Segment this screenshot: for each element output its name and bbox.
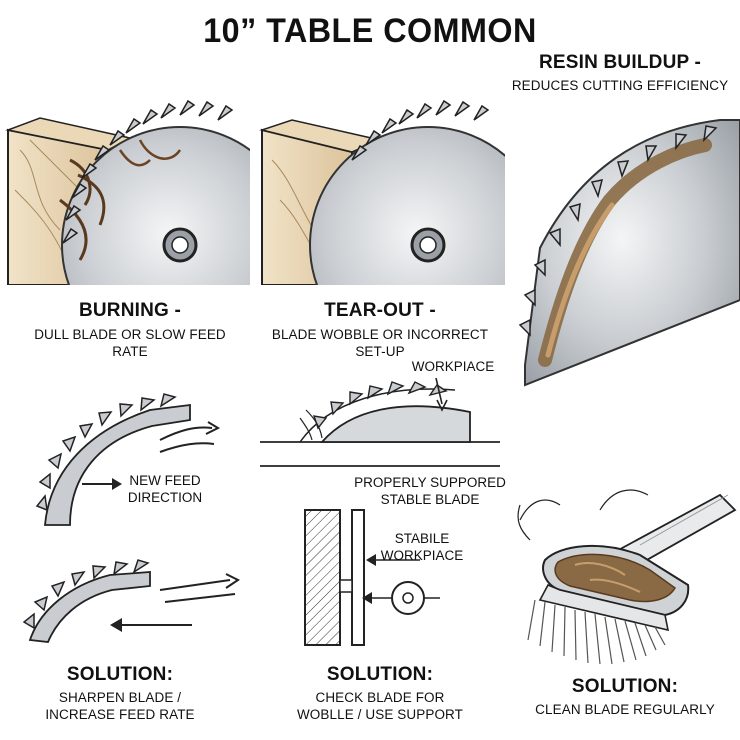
supported-label-line1: PROPERLY SUPPORED (354, 475, 506, 490)
burning-illustration (5, 117, 250, 285)
workpiace-label: WORKPIACE (411, 359, 495, 374)
supported-label-line2: STABLE BLADE (380, 492, 480, 507)
solution-resin: SOLUTION: CLEAN BLADE REGULARLY (520, 676, 730, 718)
solution-burning: SOLUTION: SHARPEN BLADE / INCREASE FEED … (20, 664, 220, 723)
burning-heading: BURNING - (78, 300, 182, 321)
supported-blade-diagram (260, 377, 500, 467)
solution-burning-line2: INCREASE FEED RATE (45, 707, 195, 722)
resin-teeth (518, 125, 718, 337)
solution-tearout-heading: SOLUTION: (326, 664, 434, 685)
solution-tearout-line2: WOBLLE / USE SUPPORT (296, 707, 464, 722)
solution-burning-line1: SHARPEN BLADE / (58, 690, 182, 705)
resin-heading: RESIN BUILDUP - (538, 52, 702, 73)
tearout-caption: BLADE WOBBLE OR INCORRECT SET-UP (271, 327, 489, 359)
solution-resin-heading: SOLUTION: (571, 676, 679, 697)
stabile-label-line1: STABILE (394, 531, 450, 546)
page-title: 10” TABLE COMMON (203, 12, 537, 50)
burning-caption: DULL BLADE OR SLOW FEED RATE (34, 327, 226, 359)
solution-tearout-line1: CHECK BLADE FOR (315, 690, 445, 705)
burning-teeth (62, 99, 234, 244)
tearout-blade (309, 126, 505, 285)
tearout-teeth (351, 99, 490, 161)
tearout-illustration (259, 119, 505, 285)
solution-burning-heading: SOLUTION: (66, 664, 174, 685)
feed-rate-diagram (22, 559, 240, 643)
stable-workpiece-diagram (304, 509, 440, 646)
stabile-label: STABILE WORKPIACE (372, 530, 472, 564)
resin-illustration (524, 119, 740, 387)
new-feed-label-line1: NEW FEED (129, 473, 201, 488)
new-feed-label: NEW FEED DIRECTION (110, 472, 220, 506)
feed-direction-diagram (35, 393, 221, 526)
solution-tearout: SOLUTION: CHECK BLADE FOR WOBLLE / USE S… (280, 664, 480, 723)
resin-caption: REDUCES CUTTING EFFICIENCY (511, 78, 729, 93)
cleaning-brush-illustration (517, 489, 737, 665)
supported-label: PROPERLY SUPPORED STABLE BLADE (345, 474, 515, 508)
tearout-heading: TEAR-OUT - (324, 300, 436, 321)
new-feed-label-line2: DIRECTION (127, 490, 203, 505)
solution-resin-line1: CLEAN BLADE REGULARLY (535, 702, 715, 717)
stabile-label-line2: WORKPIACE (380, 548, 464, 563)
burning-blade (61, 126, 250, 285)
